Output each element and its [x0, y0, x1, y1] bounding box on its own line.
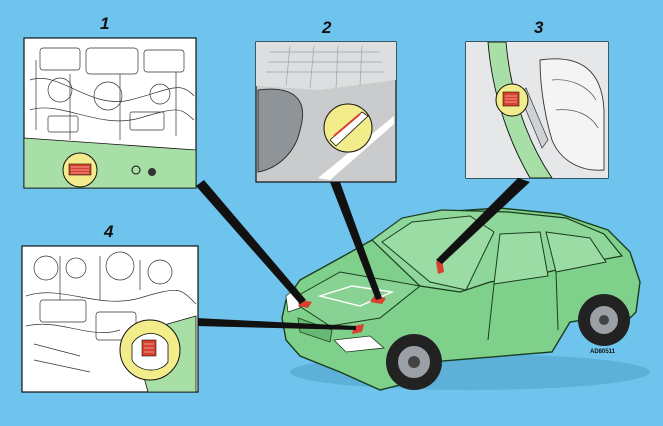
panel-4 [21, 245, 199, 393]
panel-1-label: 1 [100, 14, 110, 33]
panel-3 [465, 41, 609, 179]
panel-1 [23, 37, 197, 189]
panel-2 [255, 41, 397, 183]
figure-code: AD80511 [590, 349, 616, 355]
pointer-line-4 [196, 318, 356, 330]
panel-4-label: 4 [104, 222, 114, 241]
panel-2-label: 2 [322, 18, 332, 37]
panel-3-label: 3 [534, 18, 544, 37]
pointer-line-2 [330, 182, 382, 300]
pointer-line-1 [196, 180, 306, 304]
car-illustration [281, 207, 650, 391]
pointer-lines [196, 178, 530, 330]
pointer-line-3 [436, 178, 530, 264]
